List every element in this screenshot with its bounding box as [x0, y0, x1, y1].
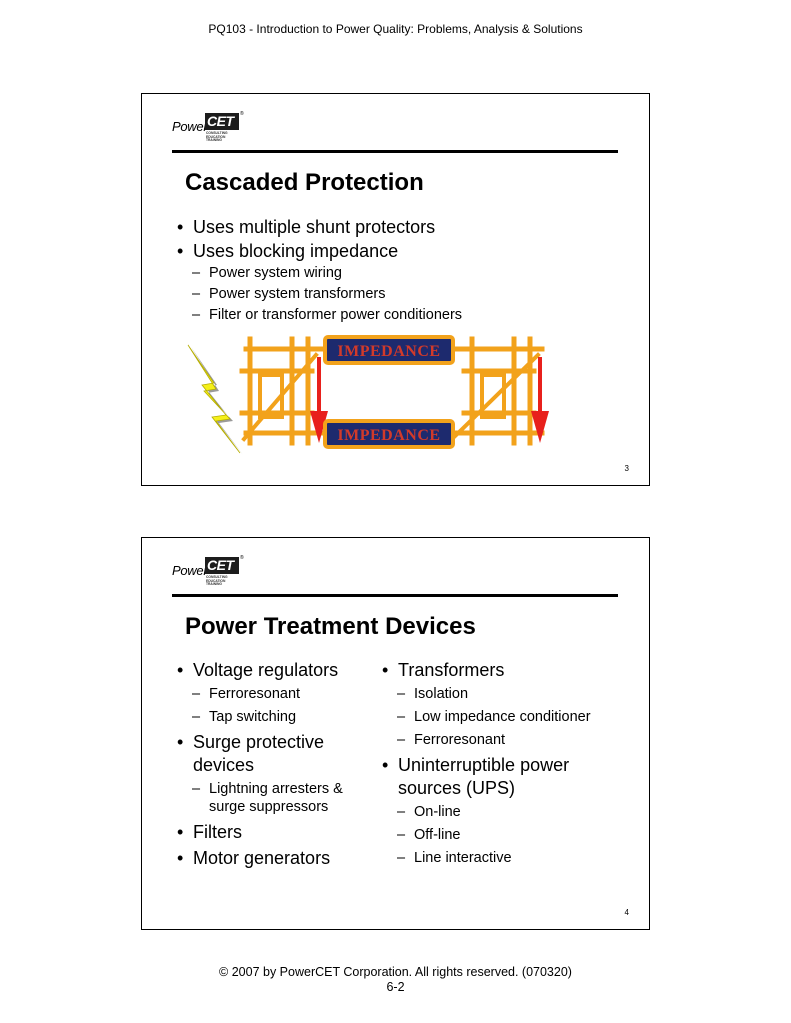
- slide-number: 4: [624, 908, 629, 917]
- bullet-item: Uninterruptible power sources (UPS): [380, 754, 620, 800]
- logo-power-text: Power: [172, 119, 208, 134]
- powercet-logo: Power CET CONSULTING EDUCATION TRAINING …: [172, 109, 244, 143]
- bullet-item: Transformers: [380, 659, 620, 682]
- slide-cascaded-protection: Power CET CONSULTING EDUCATION TRAINING …: [141, 93, 650, 486]
- sub-bullet-item: On-line: [380, 803, 620, 821]
- title-rule: [172, 150, 618, 153]
- sub-bullet-item: Lightning arresters & surge suppressors: [175, 780, 375, 816]
- sub-bullet-item: Low impedance conditioner: [380, 708, 620, 726]
- sub-bullet-item: Filter or transformer power conditioners: [175, 305, 635, 326]
- title-rule: [172, 594, 618, 597]
- circuit-wiring: [239, 336, 545, 446]
- slide-title: Cascaded Protection: [185, 169, 424, 196]
- logo-cet-text: CET: [205, 557, 239, 574]
- logo-registered-mark: ®: [240, 111, 244, 117]
- impedance-label-bottom: IMPEDANCE: [337, 427, 440, 444]
- cascaded-protection-diagram: IMPEDANCE IMPEDANCE: [187, 335, 549, 455]
- surge-arrow-left: [310, 357, 328, 443]
- slide-title: Power Treatment Devices: [185, 613, 476, 640]
- sub-bullet-item: Tap switching: [175, 708, 375, 726]
- sub-bullet-item: Line interactive: [380, 849, 620, 867]
- sub-bullet-item: Isolation: [380, 685, 620, 703]
- sub-bullet-item: Ferroresonant: [175, 685, 375, 703]
- page-footer: © 2007 by PowerCET Corporation. All righ…: [0, 965, 791, 995]
- copyright-line: © 2007 by PowerCET Corporation. All righ…: [219, 965, 572, 979]
- sub-bullet-item: Off-line: [380, 826, 620, 844]
- page-number: 6-2: [386, 980, 405, 994]
- sub-bullet-item: Power system transformers: [175, 284, 635, 305]
- impedance-box-bottom: IMPEDANCE: [323, 419, 455, 449]
- page-header: PQ103 - Introduction to Power Quality: P…: [208, 22, 583, 36]
- slide-power-treatment-devices: Power CET CONSULTING EDUCATION TRAINING …: [141, 537, 650, 930]
- logo-tagline: CONSULTING EDUCATION TRAINING: [206, 575, 228, 587]
- logo-tagline: CONSULTING EDUCATION TRAINING: [206, 131, 228, 143]
- bullet-item: Surge protective devices: [175, 731, 375, 777]
- impedance-label-top: IMPEDANCE: [337, 343, 440, 360]
- impedance-box-top: IMPEDANCE: [323, 335, 455, 365]
- bullet-item: Voltage regulators: [175, 659, 375, 682]
- surge-arrow-right: [531, 357, 549, 443]
- logo-cet-text: CET: [205, 113, 239, 130]
- right-bullet-column: Transformers Isolation Low impedance con…: [380, 659, 620, 872]
- bullet-item: Filters: [175, 821, 375, 844]
- lightning-bolt-icon: [187, 344, 243, 455]
- bullet-item: Uses multiple shunt protectors: [175, 215, 635, 239]
- bullet-item: Motor generators: [175, 847, 375, 870]
- logo-power-text: Power: [172, 563, 208, 578]
- sub-bullet-item: Ferroresonant: [380, 731, 620, 749]
- bullet-item: Uses blocking impedance: [175, 239, 635, 263]
- slide-number: 3: [624, 464, 629, 473]
- powercet-logo: Power CET CONSULTING EDUCATION TRAINING …: [172, 553, 244, 587]
- logo-registered-mark: ®: [240, 555, 244, 561]
- sub-bullet-item: Power system wiring: [175, 263, 635, 284]
- left-bullet-column: Voltage regulators Ferroresonant Tap swi…: [175, 659, 375, 873]
- bullet-list: Uses multiple shunt protectors Uses bloc…: [175, 215, 635, 326]
